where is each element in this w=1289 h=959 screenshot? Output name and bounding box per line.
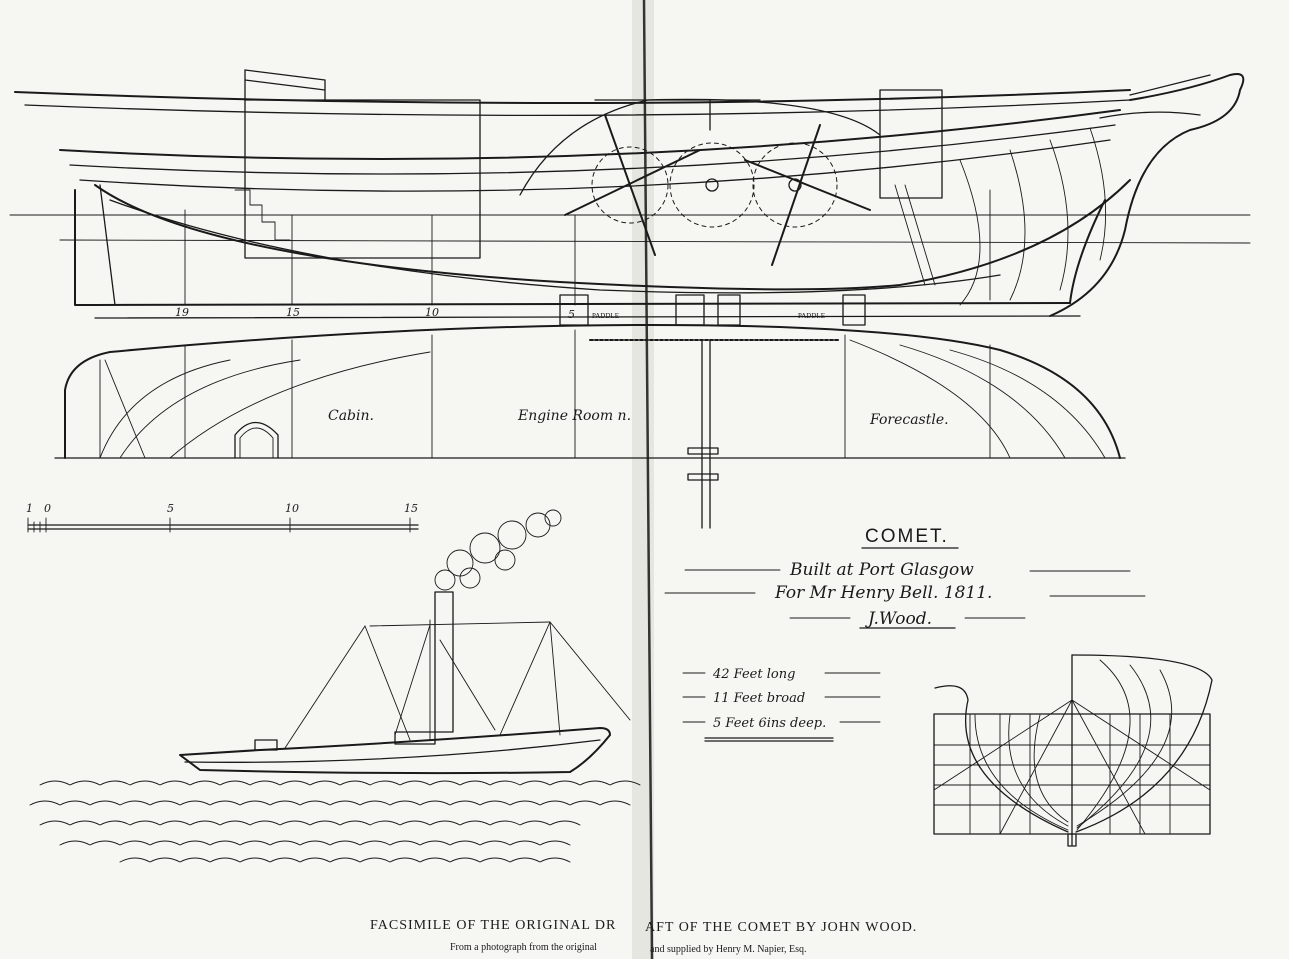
ship-name: COMET. — [865, 526, 949, 547]
page-fold-line — [642, 0, 654, 959]
dimension-length: 42 Feet long — [712, 667, 795, 682]
caption-right: AFT OF THE COMET BY JOHN WOOD. — [645, 920, 917, 935]
frame-number-15: 15 — [286, 306, 300, 319]
sheer-plan: 19 15 10 5 PADDLE PADDLE — [9, 69, 1251, 341]
built-for-text: For Mr Henry Bell. 1811. — [774, 583, 992, 603]
paddle-label-fore: PADDLE — [798, 312, 825, 320]
dimensions-block: 42 Feet long 11 Feet broad 5 Feet 6ins d… — [682, 667, 881, 742]
dimension-depth: 5 Feet 6ins deep. — [713, 716, 826, 731]
scale-tick-15: 15 — [404, 502, 418, 515]
half-breadth-plan: Cabin. Engine Room n. Forecastle. — [54, 324, 1126, 529]
caption-left: FACSIMILE OF THE ORIGINAL DR — [370, 918, 616, 933]
scale-tick-5: 5 — [167, 502, 174, 515]
frame-number-10: 10 — [425, 306, 439, 319]
built-at-text: Built at Port Glasgow — [789, 560, 974, 580]
designer-name: J.Wood. — [865, 609, 932, 629]
scale-tick-10: 10 — [285, 502, 299, 515]
frame-number-19: 19 — [175, 306, 189, 319]
caption-sub-left: From a photograph from the original — [450, 942, 597, 953]
label-forecastle: Forecastle. — [869, 412, 949, 428]
scale-bar: 1 0 5 10 15 — [26, 502, 419, 533]
frame-number-5: 5 — [568, 308, 575, 321]
body-plan — [933, 654, 1213, 847]
label-engine-room: Engine Room n. — [517, 408, 631, 424]
scale-tick-0: 0 — [44, 502, 51, 515]
label-cabin: Cabin. — [328, 408, 374, 424]
paddle-label-aft: PADDLE — [592, 312, 619, 320]
caption-block: FACSIMILE OF THE ORIGINAL DR AFT OF THE … — [370, 918, 917, 955]
caption-sub-right: and supplied by Henry M. Napier, Esq. — [650, 944, 807, 955]
title-block: COMET. Built at Port Glasgow For Mr Henr… — [664, 526, 1146, 629]
dimension-breadth: 11 Feet broad — [713, 691, 805, 706]
scale-tick-1: 1 — [26, 502, 33, 515]
steamboat-illustration — [29, 509, 641, 863]
